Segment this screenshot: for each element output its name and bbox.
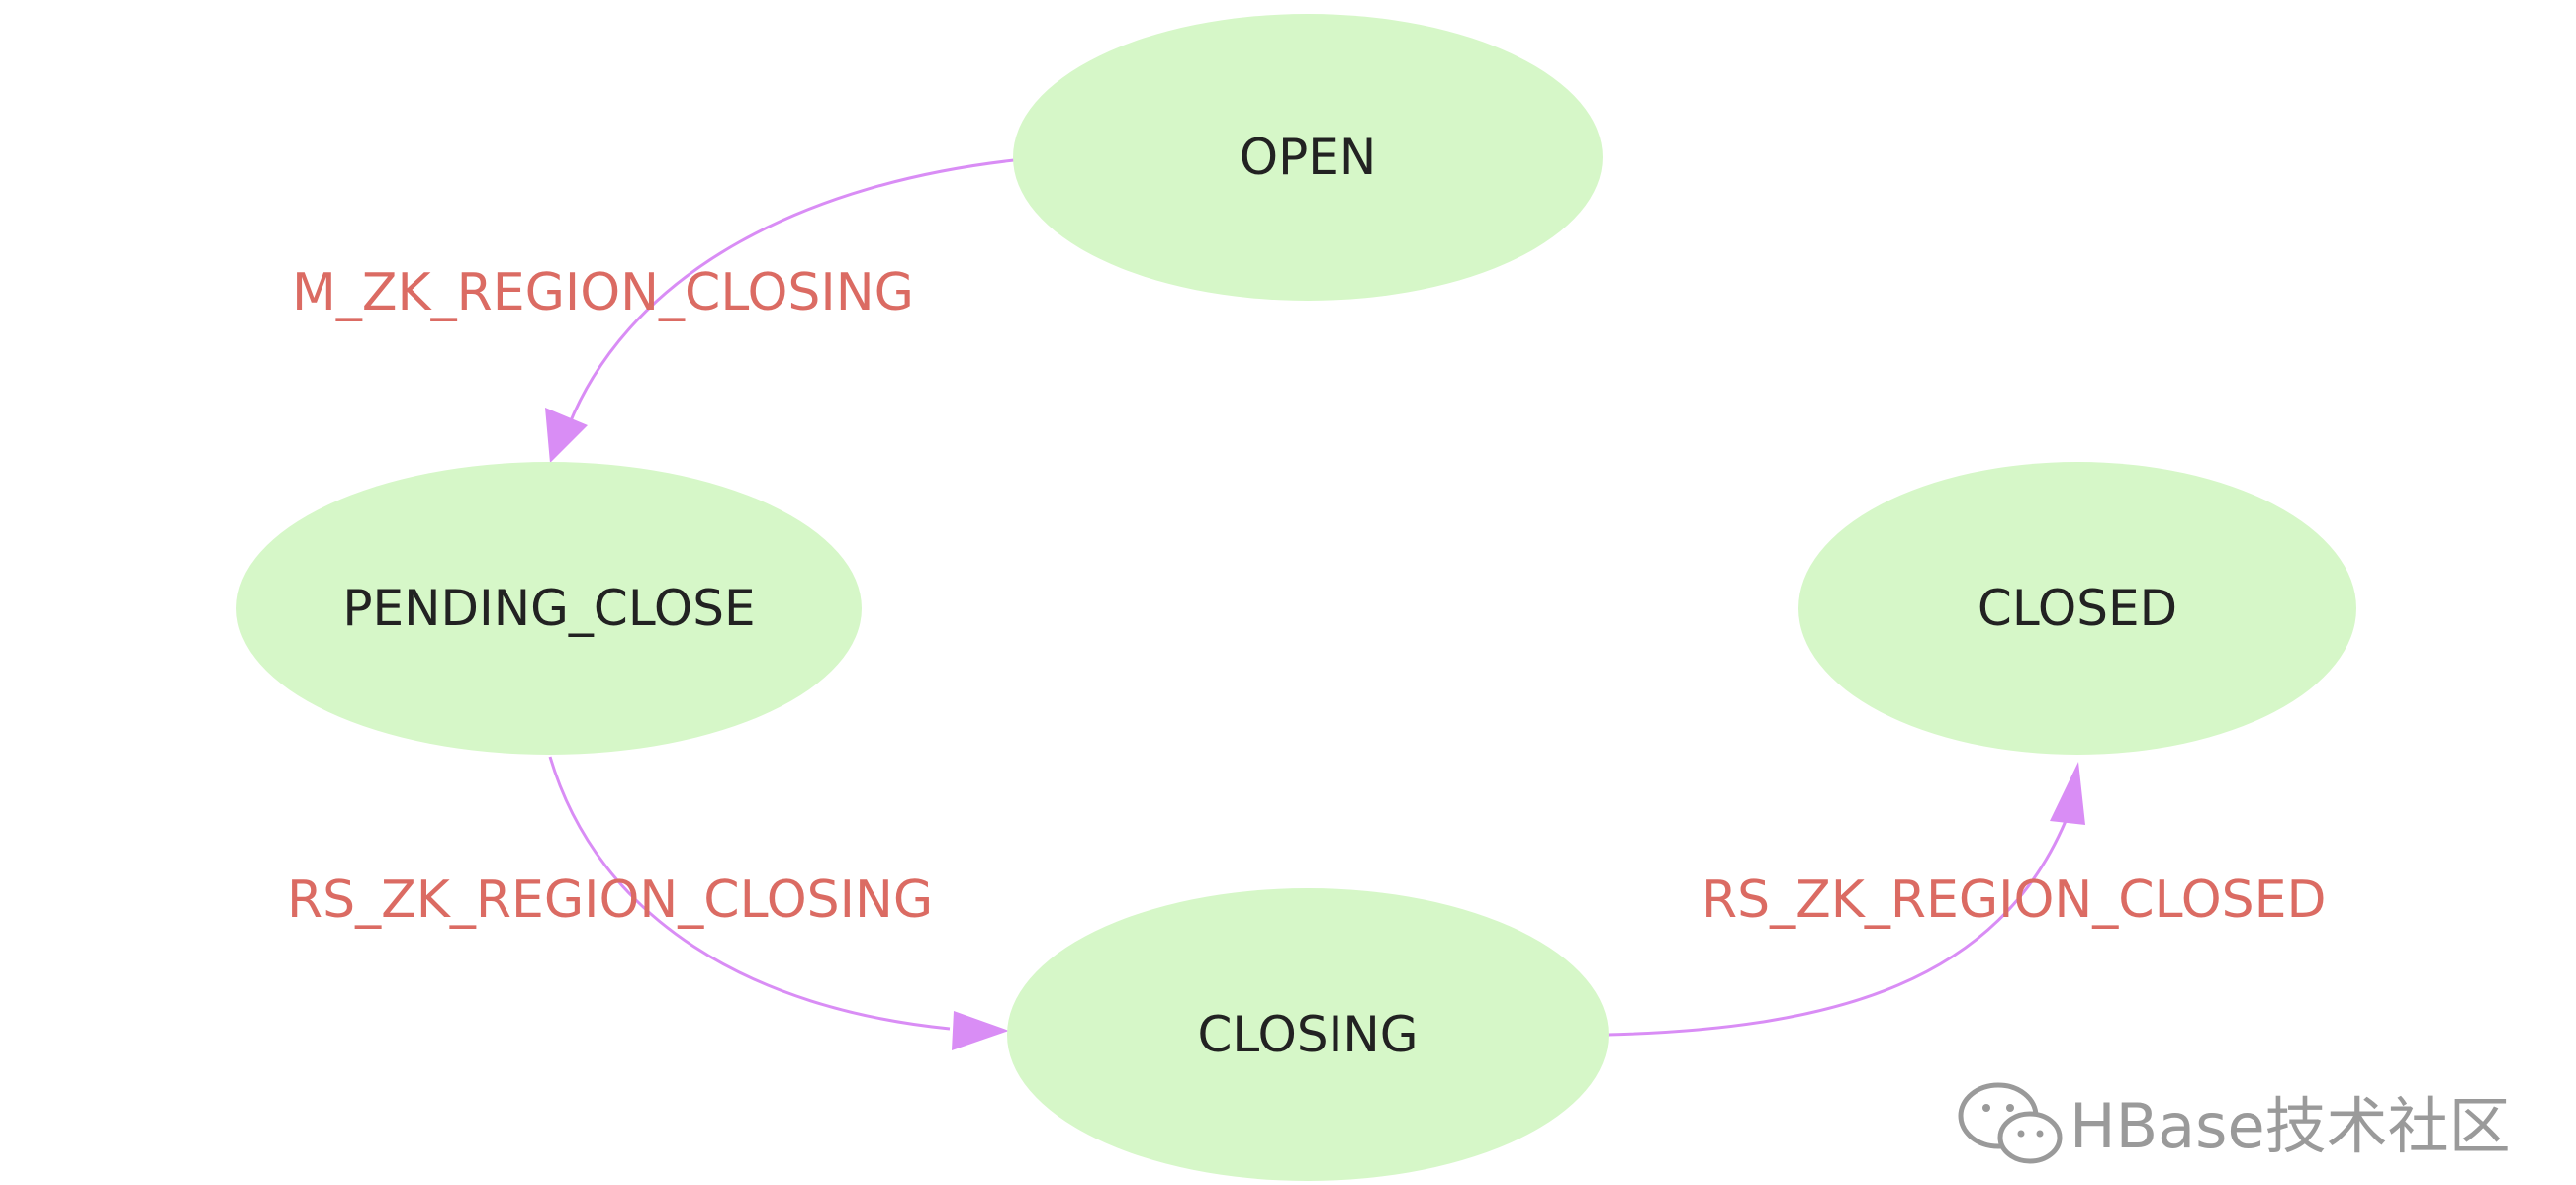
edge-labels: M_ZK_REGION_CLOSING RS_ZK_REGION_CLOSING… [287, 263, 2327, 930]
edge-label-m-zk-region-closing: M_ZK_REGION_CLOSING [292, 263, 914, 322]
edge-open-to-pending-close [567, 158, 1015, 426]
edges [545, 158, 2085, 1050]
node-label-open: OPEN [1240, 129, 1377, 186]
edge-label-rs-zk-region-closing: RS_ZK_REGION_CLOSING [287, 870, 933, 930]
node-label-closing: CLOSING [1198, 1006, 1419, 1063]
edge-label-rs-zk-region-closed: RS_ZK_REGION_CLOSED [1702, 870, 2327, 930]
arrowhead-closed [2050, 762, 2085, 825]
node-pending-close: PENDING_CLOSE [236, 462, 862, 755]
watermark: HBase技术社区 [1958, 1082, 2511, 1164]
nodes: OPEN PENDING_CLOSE CLOSED CLOSING [236, 14, 2356, 1181]
node-label-pending-close: PENDING_CLOSE [342, 580, 755, 637]
node-closing: CLOSING [1007, 888, 1609, 1181]
edge-closing-to-closed [1607, 820, 2068, 1037]
edge-pending-close-to-closing [548, 756, 951, 1031]
node-label-closed: CLOSED [1978, 580, 2177, 637]
wechat-icon [1958, 1082, 2063, 1164]
watermark-text: HBase技术社区 [2070, 1090, 2511, 1162]
arrowhead-closing [952, 1011, 1009, 1050]
node-closed: CLOSED [1798, 462, 2356, 755]
arrowhead-pending-close [545, 408, 588, 463]
node-open: OPEN [1013, 14, 1603, 301]
